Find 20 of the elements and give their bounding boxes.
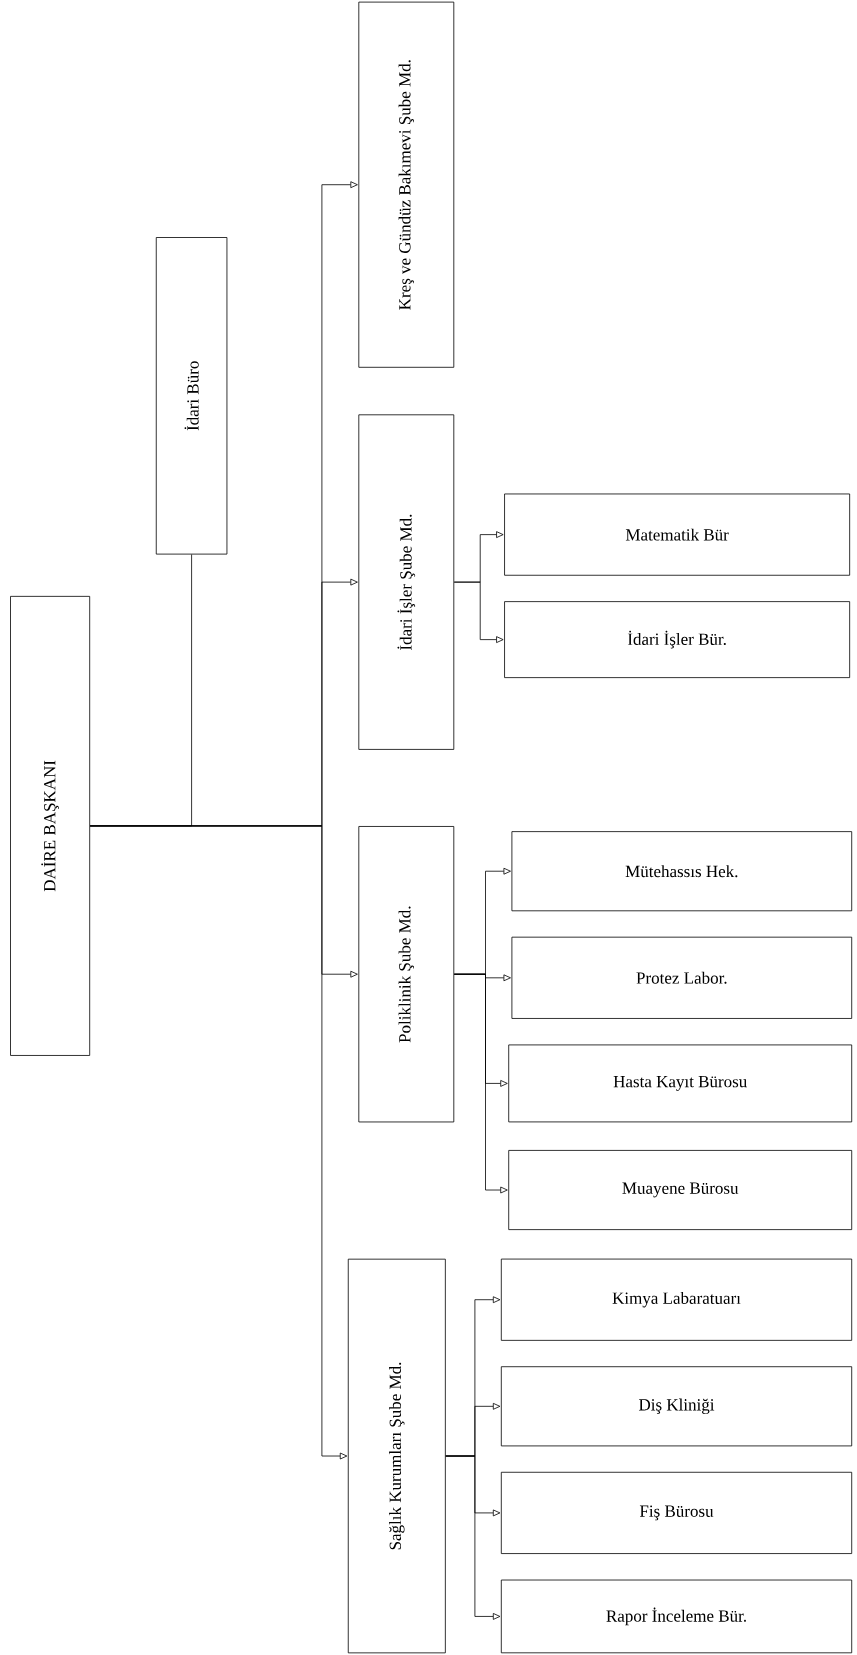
org-box: Sağlık Kurumları Şube Md. (347, 1258, 446, 1654)
org-box: Kreş ve Gündüz Bakımevi Şube Md. (358, 1, 455, 368)
org-box: Mütehassıs Hek. (511, 831, 853, 912)
org-box: Protez Labor. (511, 936, 853, 1019)
org-box: Muayene Bürosu (508, 1150, 853, 1230)
connector-arrow (89, 825, 348, 1460)
connector-arrow (453, 973, 508, 1194)
org-box: Matematik Bür (504, 493, 851, 576)
org-box: DAİRE BAŞKANI (10, 595, 91, 1056)
org-box: Hasta Kayıt Bürosu (508, 1044, 853, 1123)
org-box: Kimya Labaratuarı (500, 1258, 853, 1341)
org-box: Rapor İnceleme Bür. (500, 1579, 853, 1654)
org-box: İdari Büro (155, 237, 228, 555)
org-box: Poliklinik Şube Md. (358, 826, 455, 1123)
org-box: Diş Kliniği (500, 1366, 853, 1447)
connector-arrow (445, 1455, 501, 1620)
connector-arrow (453, 581, 504, 643)
org-box: İdari İşler Şube Md. (358, 414, 455, 750)
org-box: Fiş Bürosu (500, 1471, 853, 1554)
org-box: İdari İşler Bür. (504, 601, 851, 678)
